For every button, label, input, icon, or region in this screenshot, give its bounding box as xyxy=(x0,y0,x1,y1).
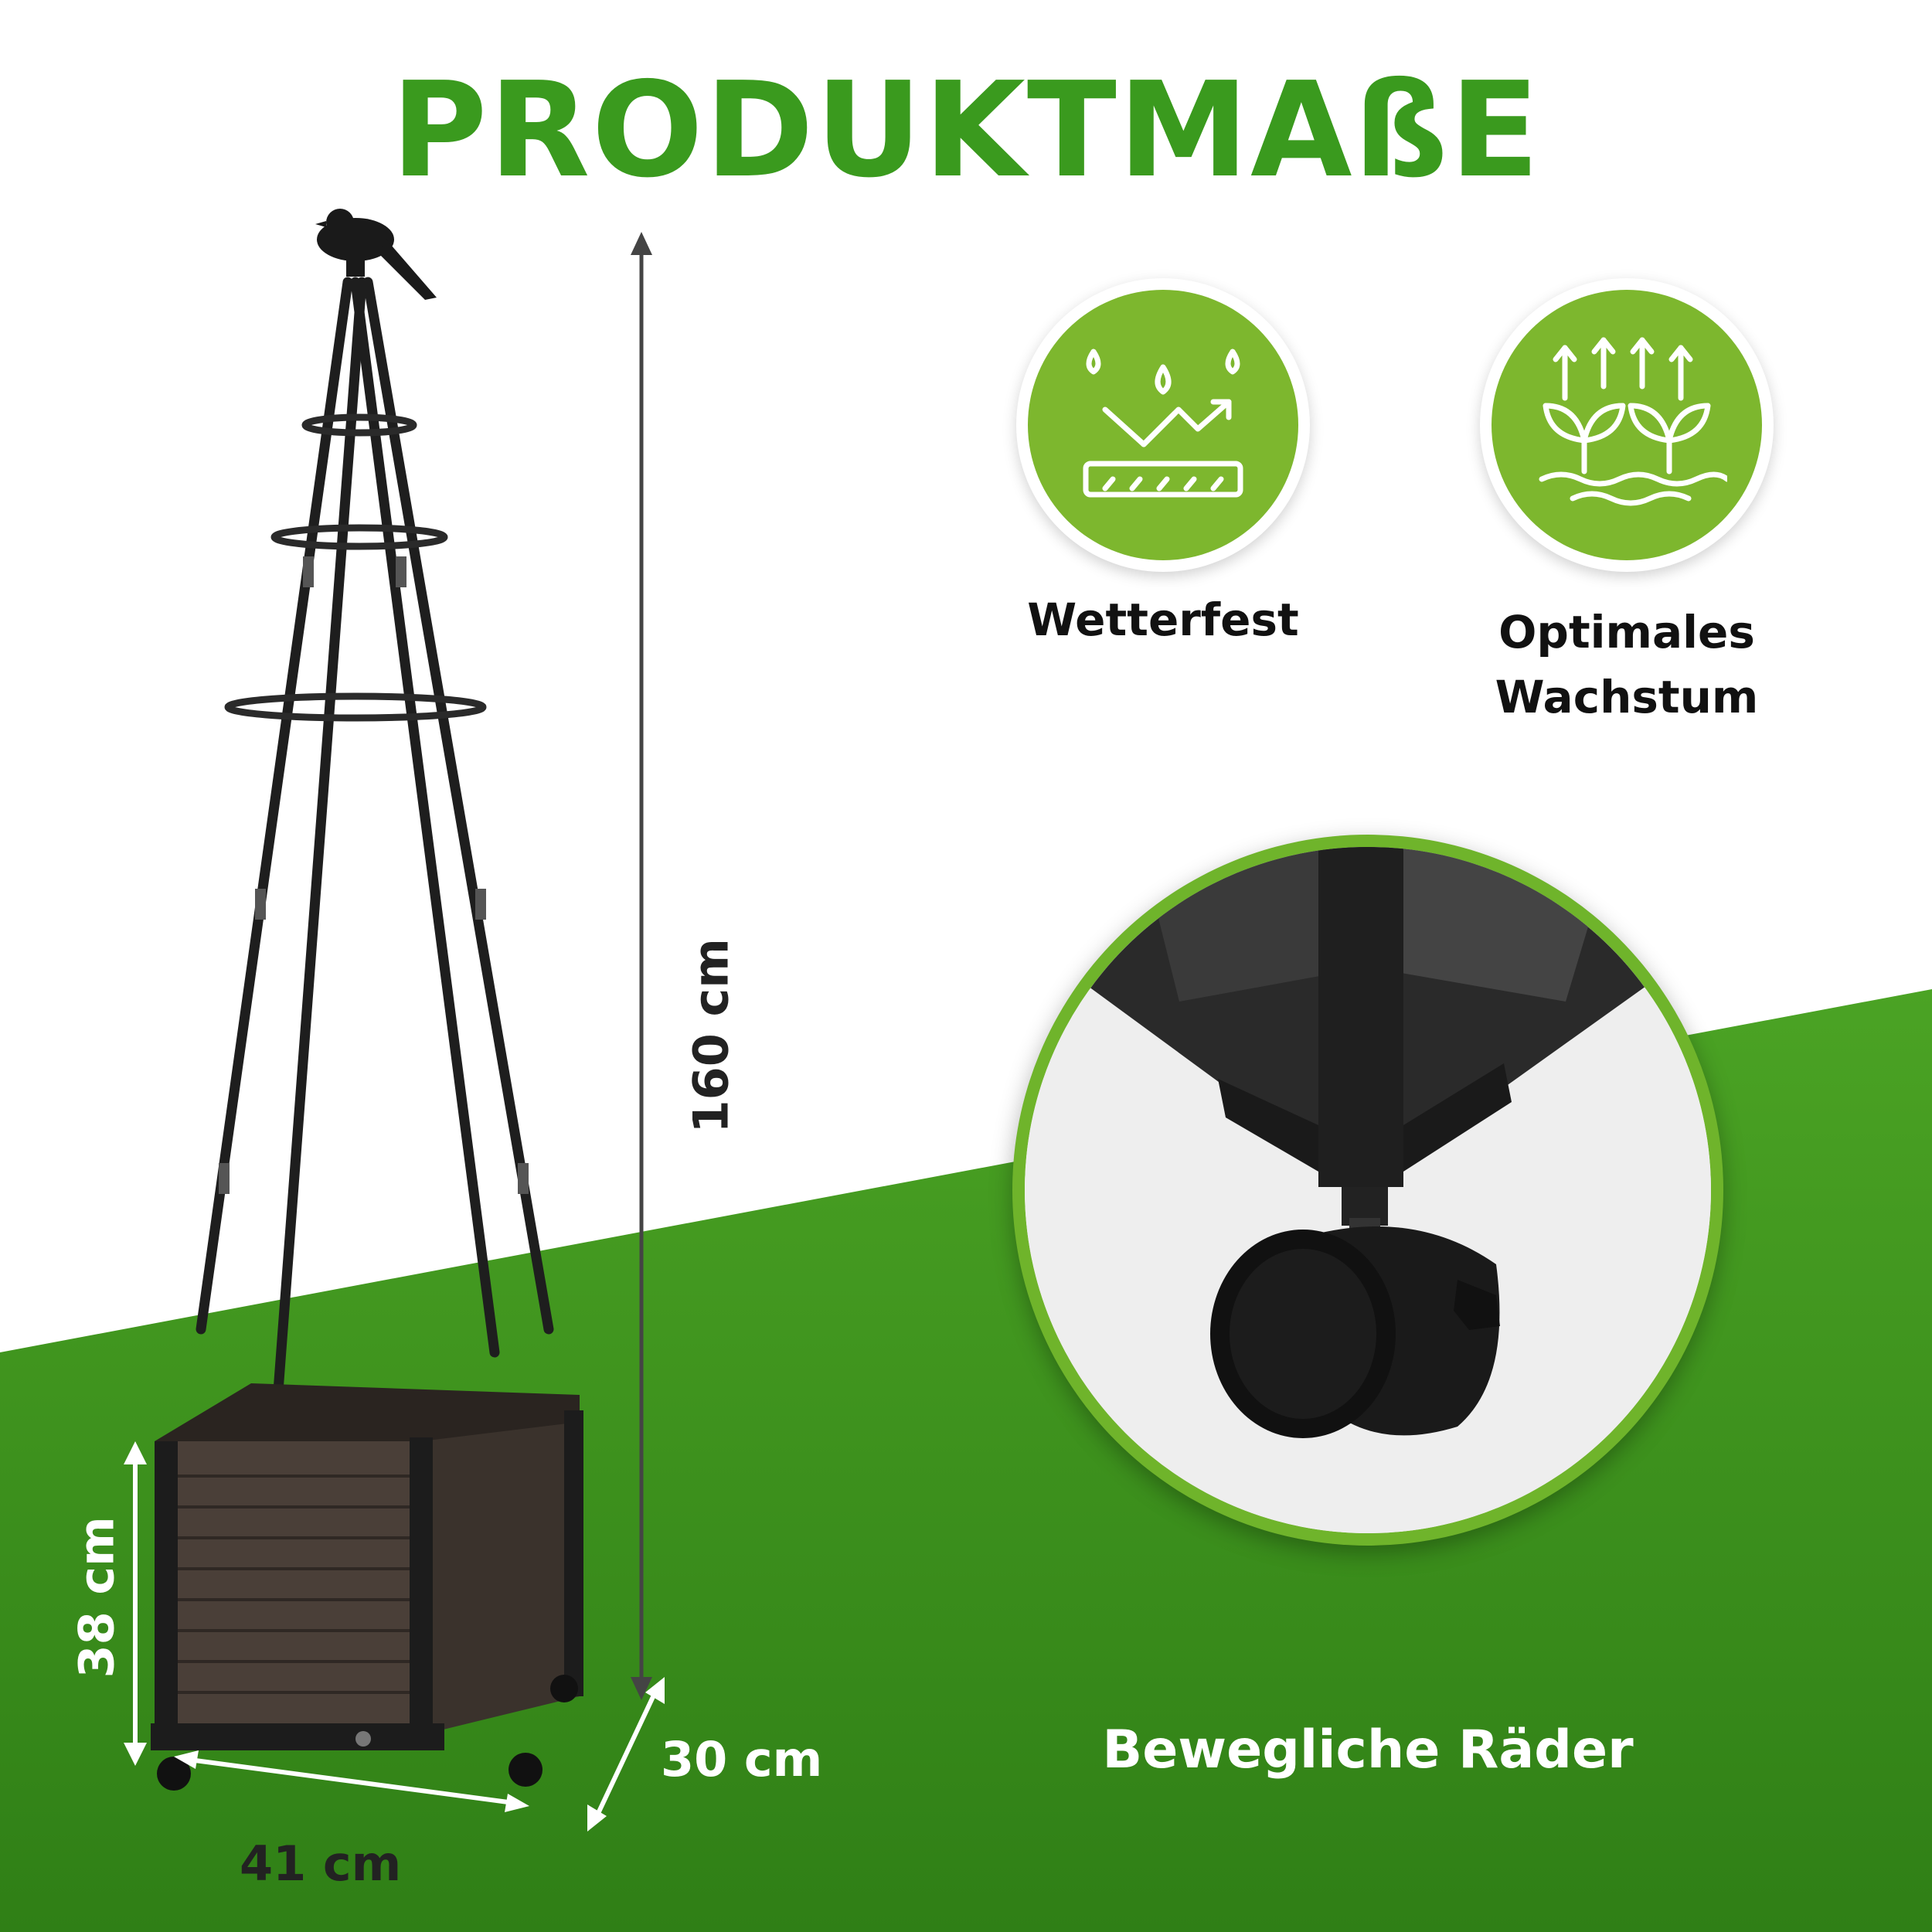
wheel-closeup xyxy=(1025,847,1711,1533)
depth-label: 30 cm xyxy=(661,1731,823,1787)
box-height-arrow xyxy=(124,1441,147,1766)
width-label: 41 cm xyxy=(240,1835,402,1892)
feature-weatherproof: Wetterfest xyxy=(1001,278,1325,652)
planter-box xyxy=(151,1383,583,1791)
weatherproof-icon xyxy=(1083,349,1243,498)
width-arrow xyxy=(174,1750,529,1812)
depth-arrow xyxy=(587,1677,665,1832)
growth-icon xyxy=(1539,337,1727,506)
feature-growth: Optimales Wachstum xyxy=(1464,278,1789,730)
box-height-label: 38 cm xyxy=(68,1516,125,1679)
planter-illustration xyxy=(151,209,583,1791)
feature-growth-label-line2: Wachstum xyxy=(1495,671,1759,723)
height-total-label: 160 cm xyxy=(682,938,740,1134)
bird-ornament xyxy=(315,209,437,300)
height-arrow xyxy=(631,232,652,1700)
zoom-caption: Bewegliche Räder xyxy=(1102,1719,1634,1781)
feature-growth-label-line1: Optimales xyxy=(1498,606,1755,658)
feature-growth-label: Optimales Wachstum xyxy=(1464,600,1789,730)
feature-weatherproof-label: Wetterfest xyxy=(1027,594,1299,646)
wheel-zoom-circle xyxy=(1012,835,1723,1546)
page-title: PRODUKTMAßE xyxy=(390,54,1541,207)
